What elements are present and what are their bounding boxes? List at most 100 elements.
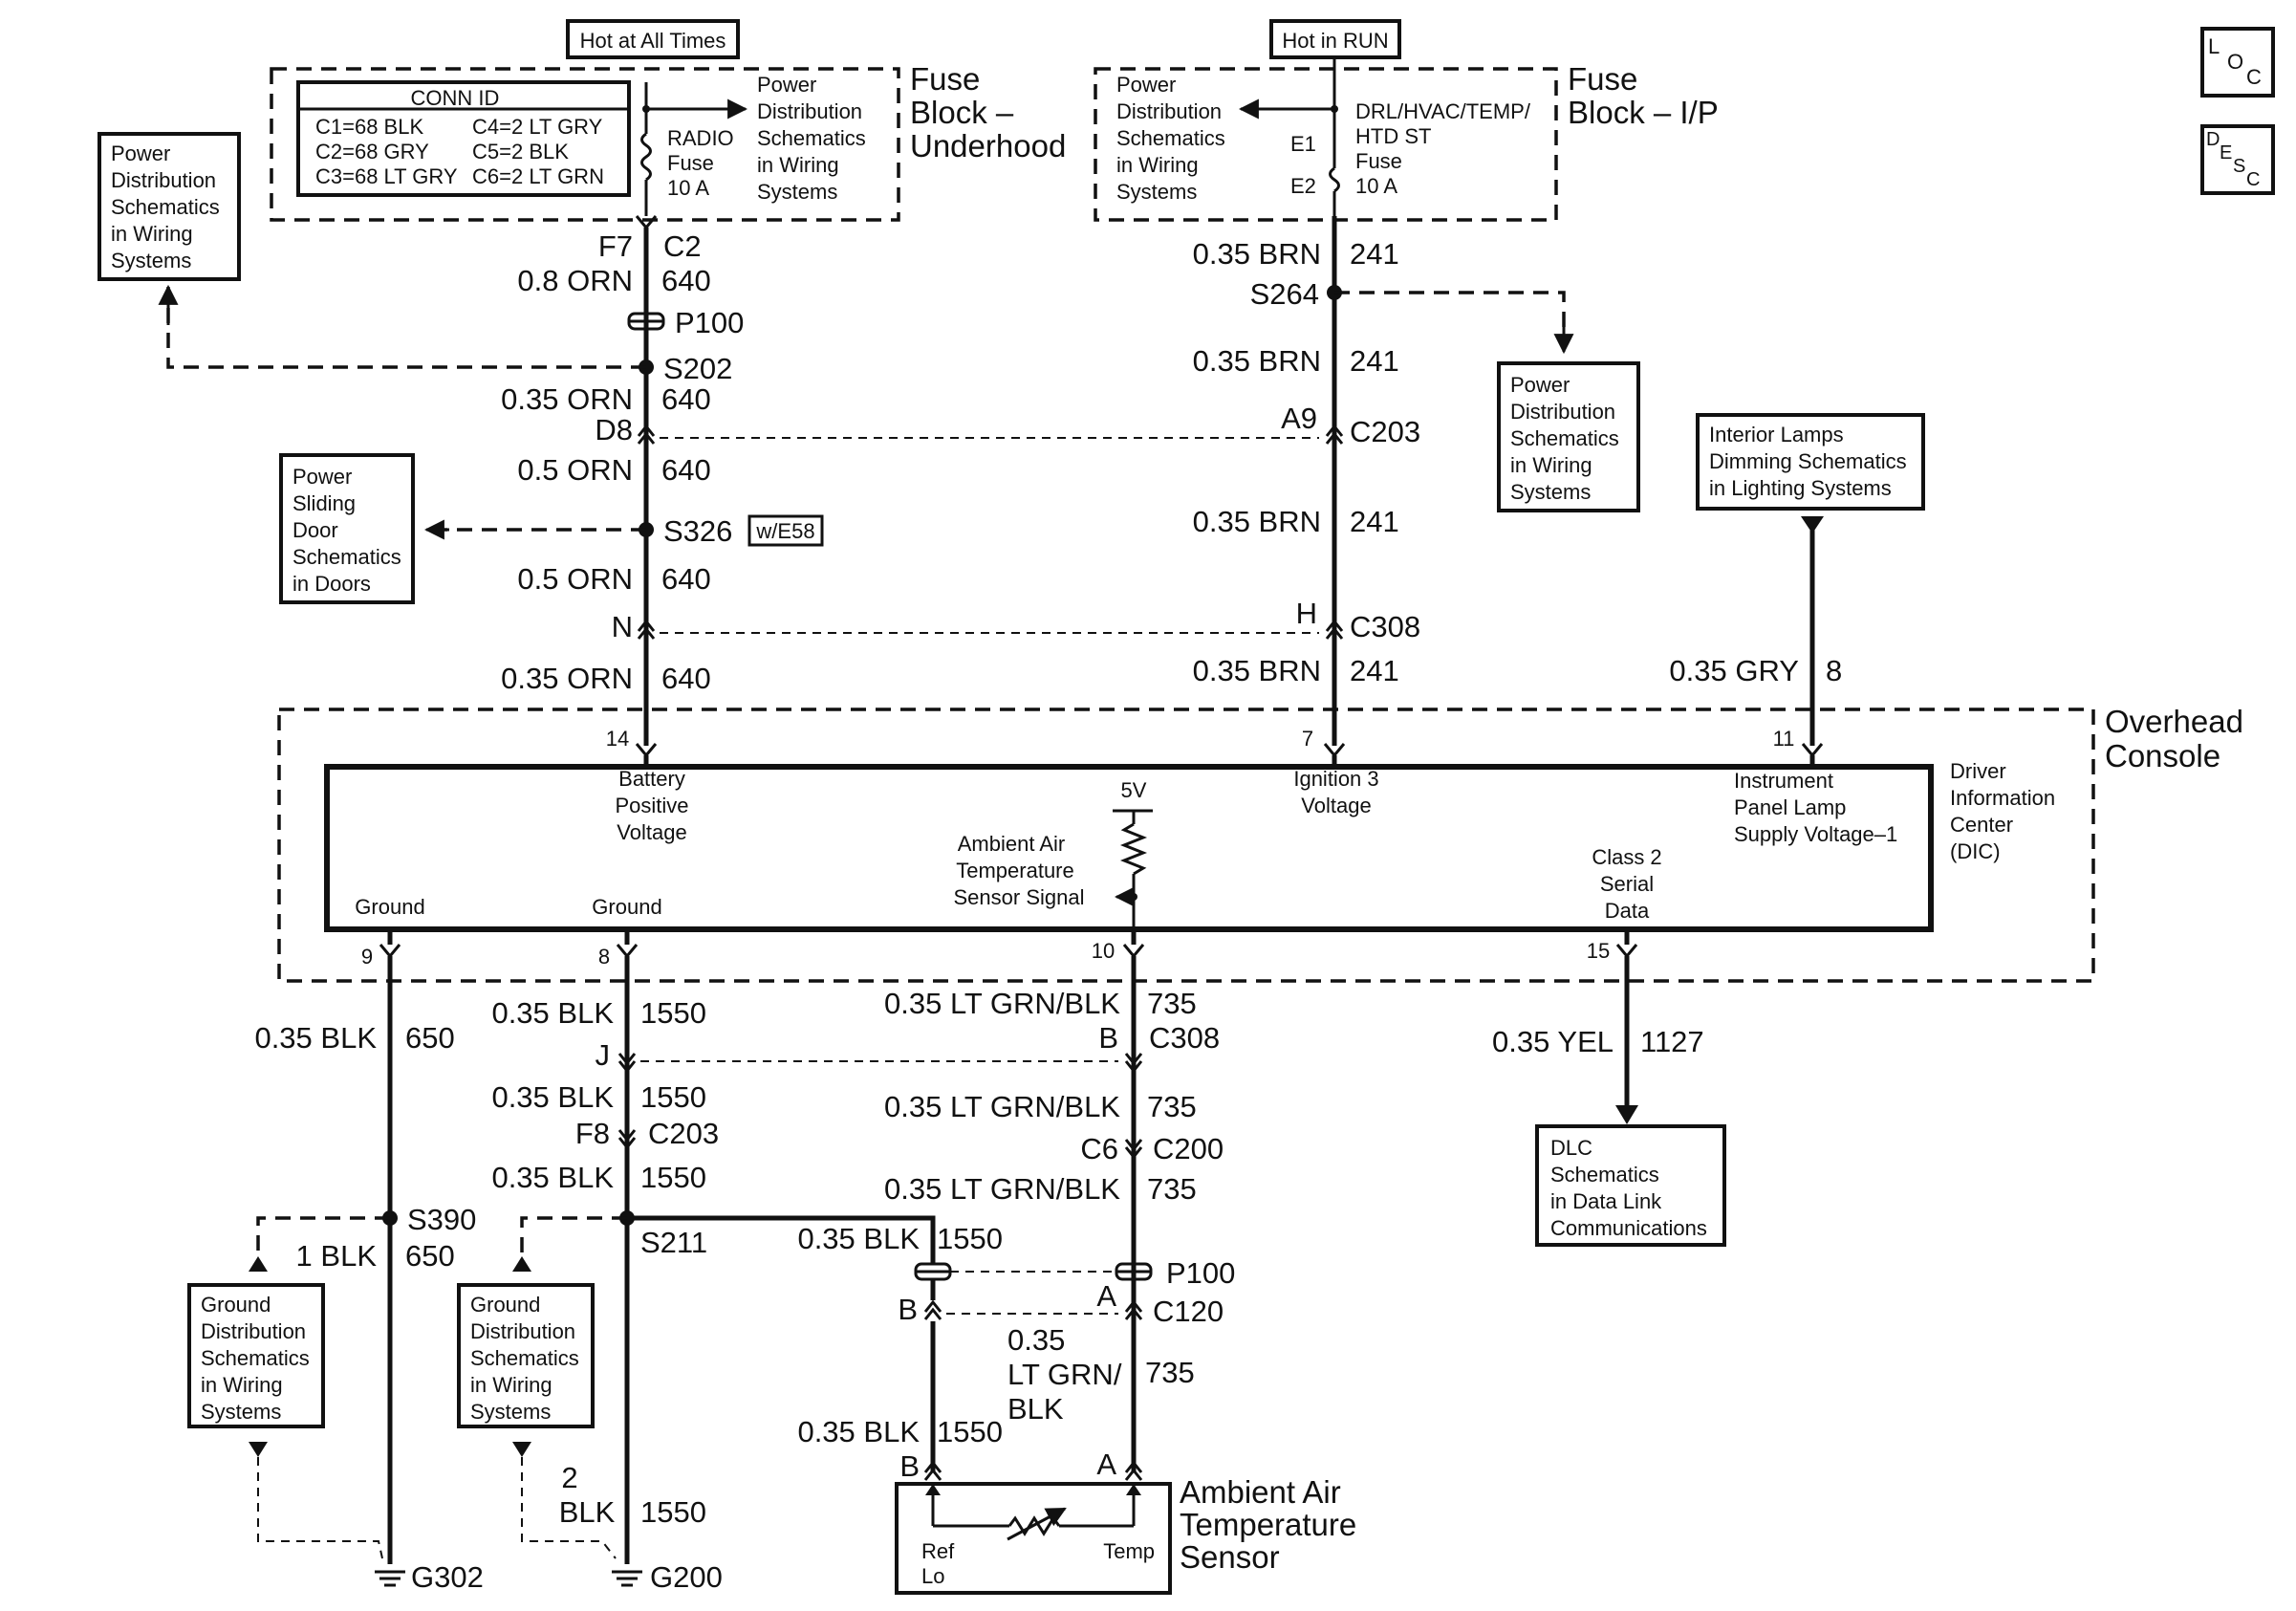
r3-circuit-241: 241 [1350, 505, 1399, 538]
pwr-left-3: Schematics [111, 195, 220, 219]
interior-lamps-ref[interactable] [1696, 413, 1925, 511]
ambient-label-1: Ambient Air [958, 832, 1066, 856]
w1-circuit-640: 640 [661, 264, 711, 297]
s326-label: S326 [663, 514, 732, 548]
desc-icon[interactable]: D E S C [2200, 124, 2275, 195]
b1550a-gauge: 0.35 BLK [491, 996, 614, 1030]
s211-label: S211 [640, 1226, 707, 1259]
dlc-4: Communications [1550, 1216, 1707, 1240]
dlc-3: in Data Link [1550, 1189, 1662, 1213]
hot-in-run-label-box [1269, 19, 1401, 59]
pwr-right-5: Systems [1510, 480, 1591, 504]
pwr-right-1: Power [1510, 373, 1570, 397]
c6-c200-connector-icon [1124, 1139, 1143, 1160]
sliding-door-ref[interactable] [279, 453, 415, 604]
gnd-dist-ref-left[interactable] [187, 1283, 325, 1428]
class2-label-2: Serial [1600, 872, 1654, 896]
blk1-gauge: 1 BLK [296, 1239, 378, 1273]
j-connector-icon [617, 1053, 637, 1074]
pin-10: 10 [1092, 939, 1115, 963]
fuse-block-ip-outline [1094, 67, 1558, 222]
ambient-label-3: Sensor Signal [954, 885, 1085, 909]
f7-connector-icon [635, 215, 658, 230]
b-c120-connector-icon [923, 1299, 942, 1320]
gnd-left-1: Ground [201, 1293, 271, 1317]
gnd-mid-5: Systems [470, 1400, 551, 1424]
lg4-circuit: 735 [1145, 1356, 1195, 1389]
w1-gauge-640: 0.8 ORN [517, 264, 633, 297]
w-e58-option: w/E58 [755, 519, 814, 543]
ip-ref-4: in Wiring [1116, 153, 1199, 177]
gnd-left-4: in Wiring [201, 1373, 283, 1397]
pin-14: 14 [606, 727, 629, 751]
gnd-mid-2: Distribution [470, 1319, 575, 1343]
a2-label: A [1096, 1279, 1116, 1313]
sb2-circuit: 1550 [937, 1415, 1003, 1448]
lg1-circuit: 735 [1147, 987, 1197, 1020]
drl-fuse-label-2: HTD ST [1355, 124, 1431, 148]
w5-gauge-640: 0.35 ORN [501, 662, 633, 695]
sliding-door-5: in Doors [292, 572, 371, 596]
fuse-block-ip-title-2: Block – I/P [1568, 95, 1719, 130]
ipl-label-3: Supply Voltage–1 [1734, 822, 1897, 846]
r4-circuit-241: 241 [1350, 654, 1399, 687]
sensor-title-2: Temperature [1180, 1507, 1356, 1542]
hot-at-all-times-label: Hot at All Times [580, 29, 726, 53]
blk650-circuit: 650 [405, 1021, 455, 1055]
a9-label: A9 [1281, 402, 1317, 435]
a9-c203-connector-icon [1325, 424, 1344, 445]
pwr-dist-ref-right[interactable] [1497, 361, 1640, 512]
sliding-door-4: Schematics [292, 545, 401, 569]
conn-id-title: CONN ID [411, 86, 500, 110]
c200-label: C200 [1153, 1132, 1224, 1165]
conn-id-table [296, 80, 631, 197]
b1550b-circuit: 1550 [640, 1080, 706, 1114]
ip-ref-3: Schematics [1116, 126, 1225, 150]
pwr-dist-ref-left[interactable] [97, 132, 241, 281]
lg3-circuit: 735 [1147, 1172, 1197, 1206]
b3-label: B [899, 1449, 920, 1483]
fuse-block-underhood-outline [270, 67, 900, 222]
sliding-door-2: Sliding [292, 491, 356, 515]
batt-label-1: Battery [618, 767, 685, 791]
s202-label: S202 [663, 352, 732, 385]
sb2-gauge: 0.35 BLK [797, 1415, 920, 1448]
temp-label: Temp [1103, 1539, 1155, 1563]
c120-label: C120 [1153, 1295, 1224, 1328]
c203-bottom-label: C203 [648, 1117, 719, 1150]
w2-circuit-640: 640 [661, 382, 711, 416]
gry-gauge: 0.35 GRY [1669, 654, 1799, 687]
svg-text:C: C [2246, 65, 2262, 89]
ground-label-1: Ground [355, 895, 424, 919]
conn-id-c4: C4=2 LT GRY [472, 115, 603, 139]
sensor-title-1: Ambient Air [1180, 1474, 1341, 1510]
batt-label-2: Positive [615, 794, 688, 817]
interior-lamps-1: Interior Lamps [1709, 423, 1844, 446]
ref-lo-2: Lo [921, 1564, 944, 1588]
c308-bottom-label: C308 [1149, 1021, 1220, 1055]
b1550c-circuit: 1550 [640, 1161, 706, 1194]
radio-fuse-icon [640, 132, 652, 182]
svg-text:O: O [2227, 50, 2243, 74]
b2-label: B [898, 1293, 918, 1326]
fuse-block-ip-title-1: Fuse [1568, 61, 1637, 97]
s390-label: S390 [407, 1203, 476, 1236]
w-e58-option-box [747, 514, 824, 547]
svg-text:L: L [2208, 34, 2220, 58]
pullup-resistor-icon [1119, 822, 1148, 876]
dlc-ref[interactable] [1535, 1124, 1726, 1247]
lg4-gauge-2: LT GRN/ [1007, 1358, 1122, 1391]
class2-label-1: Class 2 [1592, 845, 1661, 869]
ref-lo-1: Ref [921, 1539, 955, 1563]
interior-lamps-2: Dimming Schematics [1709, 449, 1907, 473]
drl-fuse-label-3: Fuse [1355, 149, 1402, 173]
gnd-dist-ref-mid[interactable] [457, 1283, 595, 1428]
pin-11: 11 [1773, 727, 1795, 751]
pin-15: 15 [1587, 939, 1610, 963]
pwr-left-5: Systems [111, 249, 191, 272]
gnd-mid-4: in Wiring [470, 1373, 552, 1397]
loc-icon[interactable]: L O C [2200, 27, 2275, 98]
r2-circuit-241: 241 [1350, 344, 1399, 378]
dic-title-2: Information [1950, 786, 2055, 810]
